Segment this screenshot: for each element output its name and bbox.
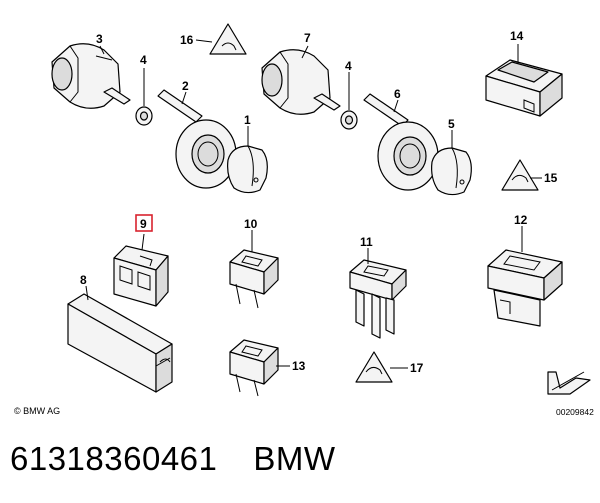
callout-5: 5: [448, 117, 455, 131]
part-7-motor: [261, 49, 341, 115]
part-12-switch: [487, 249, 563, 327]
part-11-switch: [349, 259, 407, 339]
parts-diagram: 3 4 2 1 16 7 4 6 5 14 15 9 8 10 13 11 17…: [51, 23, 591, 397]
part-15-warning-triangle: [501, 159, 539, 191]
callout-2: 2: [182, 79, 189, 93]
callout-3: 3: [96, 32, 103, 46]
callout-17: 17: [410, 361, 424, 375]
callout-8: 8: [80, 273, 87, 287]
part-8-panel: [67, 293, 173, 393]
caption: 61318360461 BMW: [10, 440, 336, 478]
callout-6: 6: [394, 87, 401, 101]
part-3-motor: [51, 43, 131, 109]
callout-14: 14: [510, 29, 524, 43]
part-5-knob: [431, 147, 472, 196]
part-1-knob: [227, 145, 268, 194]
highlight-box: [135, 214, 153, 232]
part-9-switch: [113, 245, 169, 307]
copyright-notice: © BMW AG: [14, 406, 61, 416]
callout-12: 12: [514, 213, 528, 227]
part-2-ring: [157, 89, 237, 189]
callout-10: 10: [244, 217, 258, 231]
part-4-washer-left: [135, 106, 153, 126]
part-14-switch: [485, 59, 563, 117]
part-6-ring: [363, 93, 439, 191]
part-13-switch: [229, 339, 279, 397]
callout-4-left: 4: [140, 53, 147, 67]
callout-15: 15: [544, 171, 558, 185]
part-10-switch: [229, 249, 279, 309]
part-17-warning-triangle: [355, 351, 393, 383]
callout-13: 13: [292, 359, 306, 373]
callout-4-center: 4: [345, 59, 352, 73]
document-number: 00209842: [556, 407, 594, 417]
part-16-warning-triangle: [209, 23, 247, 55]
callout-1: 1: [244, 113, 251, 127]
orientation-arrow-icon: [547, 371, 591, 395]
part-4-washer-center: [340, 110, 358, 130]
part-number: 61318360461: [10, 440, 218, 477]
callout-7: 7: [304, 31, 311, 45]
leader-lines: [85, 39, 542, 369]
callout-9: 9: [140, 217, 147, 231]
callout-11: 11: [360, 235, 373, 249]
callout-16: 16: [180, 33, 194, 47]
brand-name: BMW: [253, 440, 336, 477]
